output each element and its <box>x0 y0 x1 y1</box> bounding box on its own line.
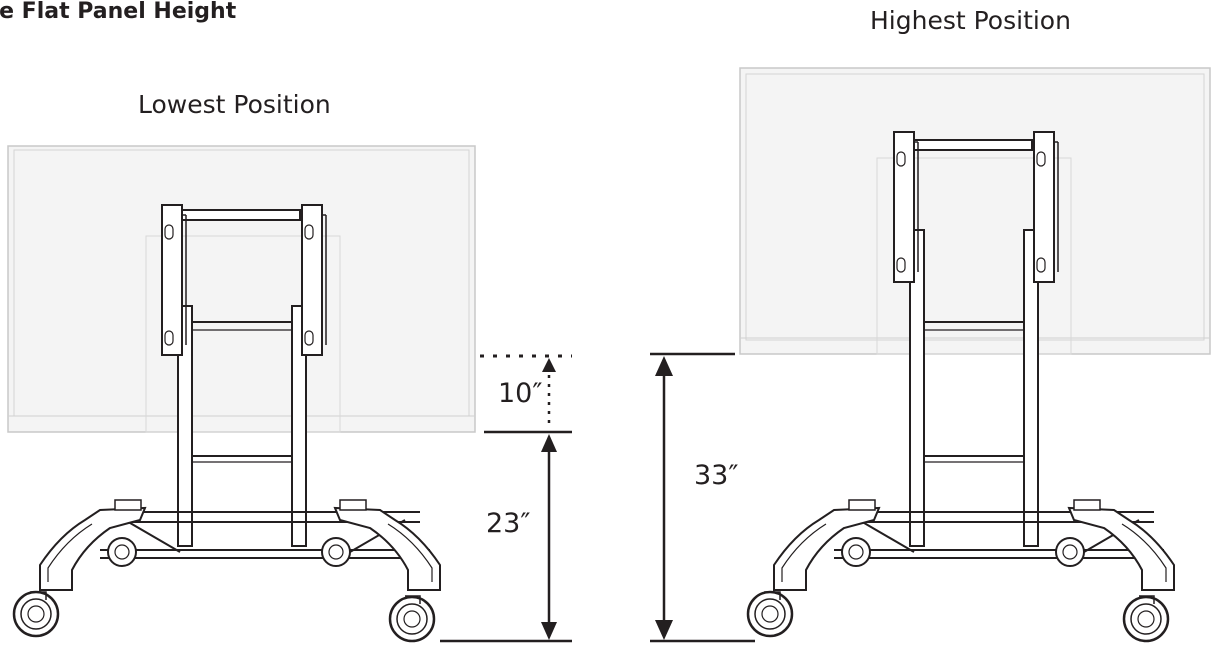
arrow-up-icon <box>542 358 556 372</box>
highest-position-label: Highest Position <box>870 6 1071 35</box>
lowest-position-stand <box>7 145 476 643</box>
flat-panel-lowest <box>7 145 476 433</box>
dimension-23-label: 23″ <box>486 508 531 539</box>
arrow-up-icon <box>541 434 557 452</box>
flat-panel-highest <box>739 67 1211 355</box>
highest-position-stand <box>739 67 1211 643</box>
dimension-33-label: 33″ <box>694 460 739 491</box>
arrow-down-icon <box>541 622 557 640</box>
dimension-10-label: 10″ <box>498 378 543 409</box>
dimension-lines <box>440 352 755 643</box>
arrow-down-icon <box>655 620 673 640</box>
arrow-up-icon <box>655 356 673 376</box>
diagram-title: se Flat Panel Height <box>0 0 237 24</box>
lowest-position-label: Lowest Position <box>138 90 331 119</box>
